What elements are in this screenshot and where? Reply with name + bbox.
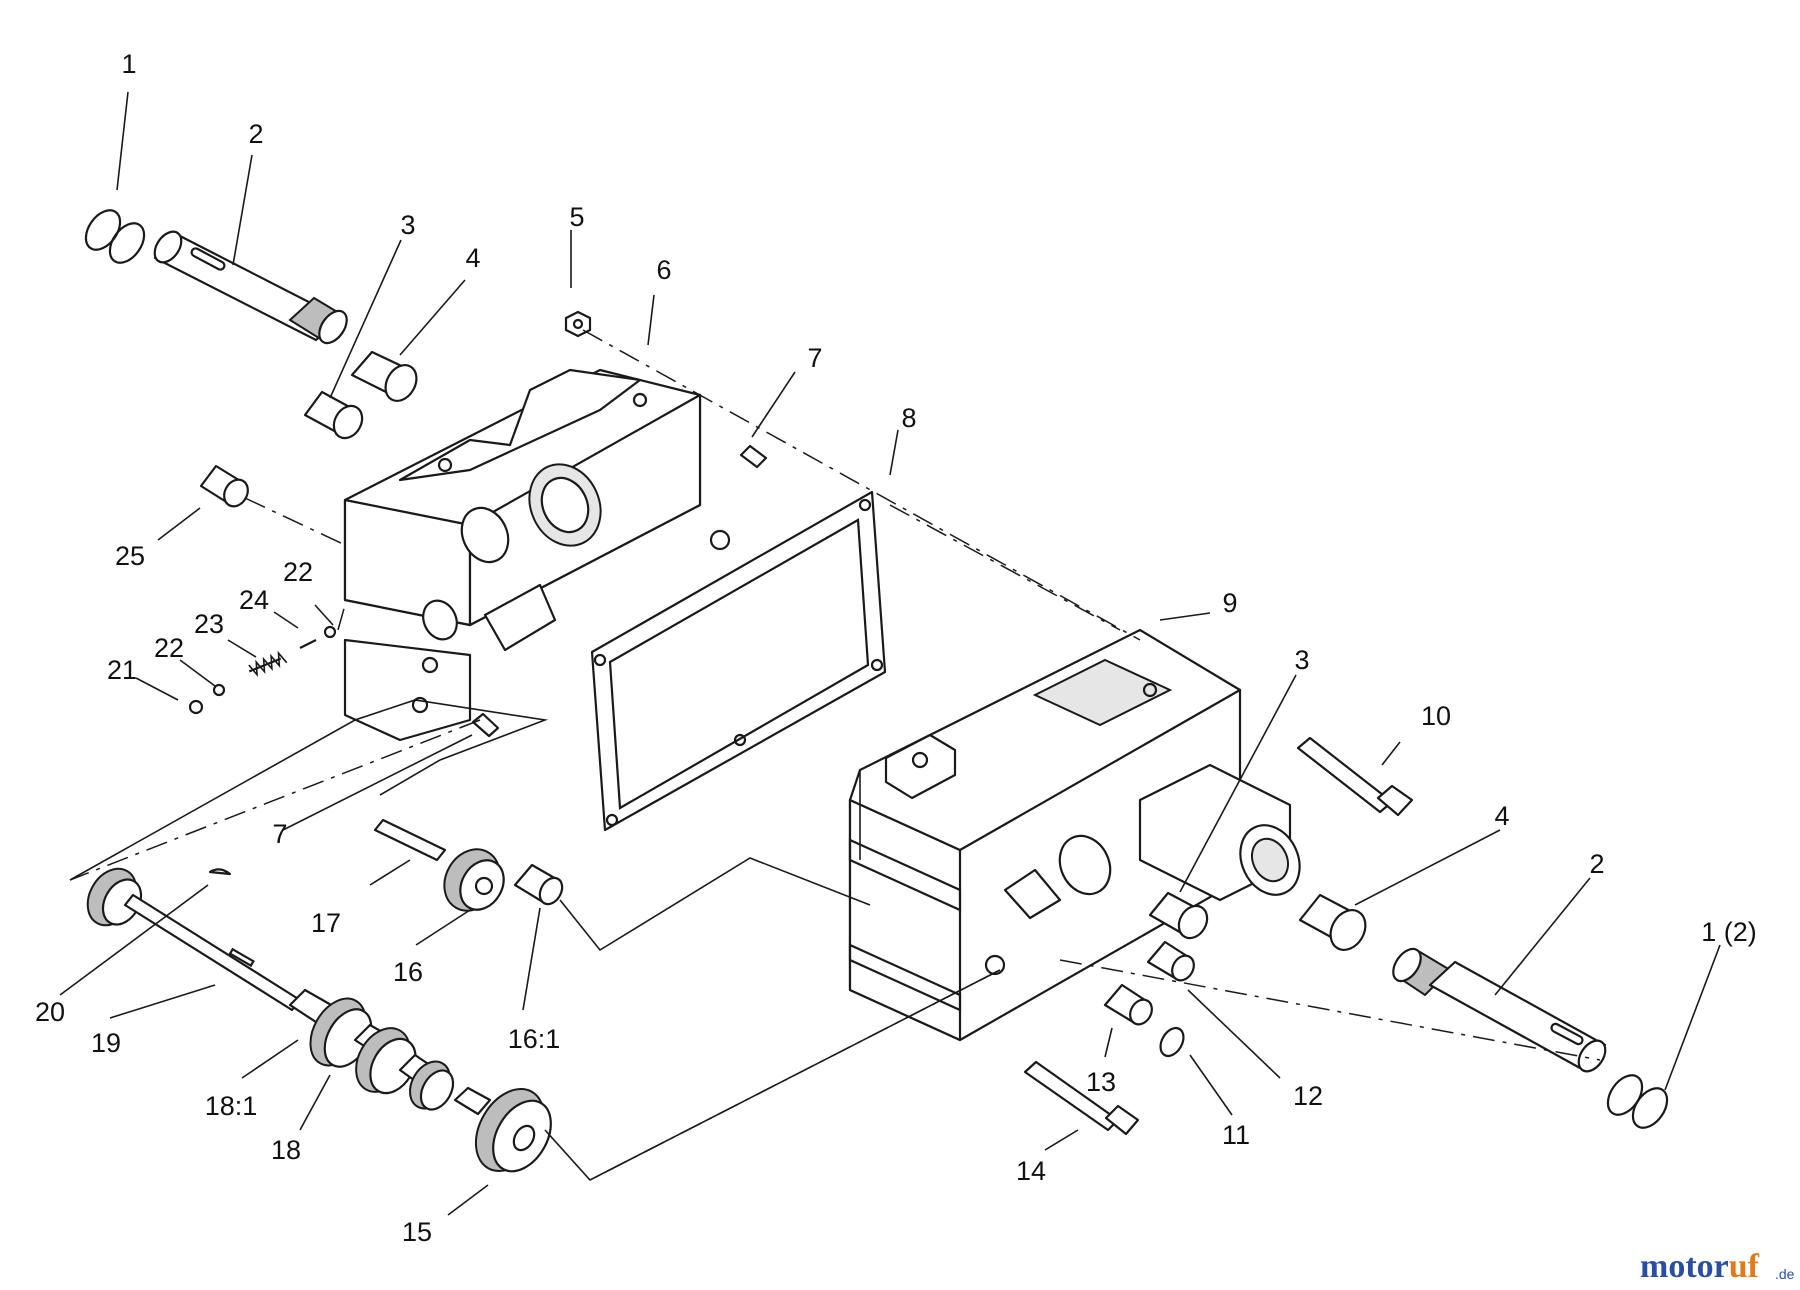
cap-screw-10 (1296, 736, 1414, 817)
watermark-logo: motoruf .de (1640, 1248, 1795, 1285)
callout-18: 18 (271, 1135, 301, 1165)
bushing-12 (1146, 940, 1195, 982)
assembly-reference-lines (69, 699, 1001, 1181)
watermark-brand-main: motor (1640, 1248, 1729, 1285)
bushing-3-right (1148, 891, 1209, 940)
callout-14: 14 (1016, 1156, 1046, 1186)
gear-15 (474, 1088, 552, 1173)
watermark-suffix: .de (1775, 1266, 1795, 1282)
snap-rings-right (1606, 1074, 1669, 1129)
dowel-pin-7-upper (739, 444, 768, 469)
callout-labels: 1 2 3 4 5 6 7 8 25 22 24 23 22 21 7 9 3 … (35, 49, 1757, 1247)
callout-1-right: 1 (2) (1701, 917, 1757, 947)
output-shaft-right (1392, 947, 1607, 1073)
callout-18-1: 18:1 (205, 1091, 258, 1121)
callout-21: 21 (107, 655, 137, 685)
callout-3-right: 3 (1294, 645, 1309, 675)
pin-17 (373, 818, 447, 862)
callout-7-lower: 7 (272, 819, 287, 849)
housing-half-right (848, 628, 1301, 1042)
gear-cluster-18 (288, 988, 492, 1116)
snap-rings-left (84, 209, 146, 264)
gear-16 (443, 848, 505, 912)
svg-text:motoruf: motoruf (1640, 1248, 1760, 1285)
washer-11 (1159, 1026, 1185, 1058)
key-20 (208, 868, 232, 876)
callout-25: 25 (115, 541, 145, 571)
bushing-4-left (350, 350, 418, 402)
leader-lines (59, 91, 1721, 1216)
callout-11: 11 (1222, 1120, 1250, 1150)
bushing-13 (1103, 983, 1153, 1026)
callout-16: 16 (393, 957, 423, 987)
callout-1-left: 1 (121, 49, 136, 79)
watermark-brand-accent: uf (1729, 1248, 1760, 1285)
callout-24: 24 (239, 585, 269, 615)
bushing-16-1 (513, 863, 564, 906)
callout-2-right: 2 (1589, 849, 1604, 879)
callout-20: 20 (35, 997, 65, 1027)
callout-16-1: 16:1 (508, 1024, 561, 1054)
pinion-gear-20 (86, 867, 143, 927)
callout-10: 10 (1421, 701, 1451, 731)
detent-parts-21-24 (188, 625, 337, 715)
callout-22-lower: 22 (154, 633, 184, 663)
callout-23: 23 (194, 609, 224, 639)
callout-19: 19 (91, 1028, 121, 1058)
housing-half-left (343, 368, 731, 742)
callout-3-left: 3 (400, 210, 415, 240)
callout-6: 6 (656, 255, 671, 285)
callout-7-upper: 7 (807, 343, 822, 373)
callout-13: 13 (1086, 1067, 1116, 1097)
callout-4-right: 4 (1494, 801, 1509, 831)
callout-4-left: 4 (465, 243, 480, 273)
callout-15: 15 (402, 1217, 432, 1247)
callout-5: 5 (569, 202, 584, 232)
callout-12: 12 (1293, 1081, 1323, 1111)
gasket-8 (590, 490, 887, 832)
bushing-3-left (303, 390, 364, 440)
callout-22-upper: 22 (283, 557, 313, 587)
bushing-25 (199, 464, 249, 508)
bushing-4-right (1298, 893, 1367, 951)
dowel-pin-7-lower (471, 712, 500, 738)
callout-8: 8 (901, 403, 916, 433)
output-shaft-left (153, 230, 348, 345)
callout-9: 9 (1222, 588, 1237, 618)
cap-screw-14 (1023, 1060, 1140, 1136)
callout-2-left: 2 (248, 119, 263, 149)
centerlines (69, 329, 1601, 1181)
shaft-19 (123, 893, 302, 1012)
callout-17: 17 (311, 908, 341, 938)
